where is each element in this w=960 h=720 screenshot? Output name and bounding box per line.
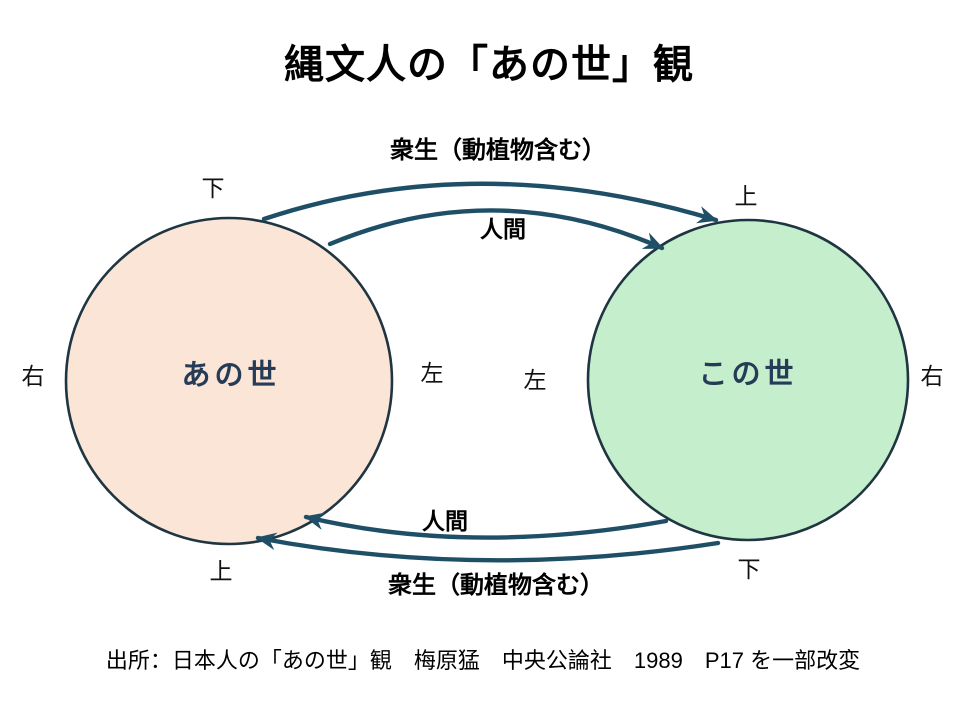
orientation-label-top-right: 上: [734, 183, 758, 209]
other-world-label: あの世: [181, 359, 281, 392]
source-citation: 出所：日本人の「あの世」観 梅原猛 中央公論社 1989 P17 を一部改変: [105, 648, 861, 673]
orientation-label-far-right: 右: [920, 363, 944, 389]
this-world-label: この世: [698, 358, 798, 391]
label-humans-top: 人間: [480, 216, 526, 242]
label-beings-top: 衆生（動植物含む）: [390, 137, 606, 164]
other-world-circle: [64, 216, 394, 546]
label-humans-bottom: 人間: [422, 508, 468, 534]
arrow-bottom-inner-humans: [303, 512, 669, 540]
orientation-label-mid-left: 左: [420, 360, 444, 386]
this-world-circle: [586, 218, 910, 542]
orientation-label-bottom-left: 上: [209, 558, 233, 584]
orientation-label-far-left: 右: [21, 363, 45, 389]
orientation-label-top-left: 下: [201, 175, 225, 201]
label-beings-bottom: 衆生（動植物含む）: [388, 572, 604, 599]
orientation-label-bottom-right: 下: [737, 556, 761, 582]
page-title: 縄文人の「あの世」観: [284, 43, 694, 87]
arrow-bottom-outer-beings: [255, 532, 721, 563]
orientation-label-mid-right: 左: [523, 367, 547, 393]
arrow-top-outer-beings: [261, 181, 719, 224]
arrow-top-inner-humans: [327, 208, 665, 251]
